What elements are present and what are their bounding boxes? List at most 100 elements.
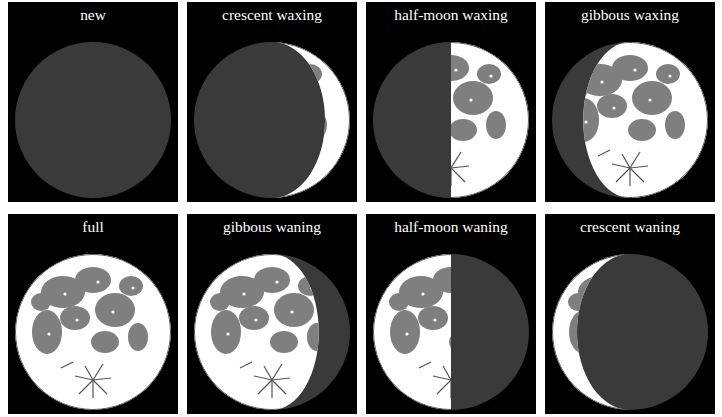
moon-illustration	[545, 2, 715, 202]
crater-ray	[437, 168, 451, 182]
crater-ray	[629, 168, 630, 186]
moon-illustration	[545, 214, 715, 414]
crater-ray	[612, 376, 630, 380]
moon-illustration	[8, 2, 178, 202]
crater-ray	[93, 364, 103, 380]
phase-panel: crescent waxing	[187, 2, 357, 202]
mare	[128, 323, 148, 351]
mare	[449, 119, 477, 141]
crater-dot	[310, 286, 313, 289]
phase-label: gibbous waxing	[545, 2, 715, 25]
moon-dark-disc	[194, 254, 350, 410]
mare	[298, 276, 322, 296]
crater-ray	[79, 380, 93, 394]
crater-dot	[584, 332, 587, 335]
mare	[656, 64, 680, 84]
crater-ray	[443, 154, 451, 168]
crater-dot	[633, 68, 636, 71]
crater-dot	[242, 80, 245, 83]
crater-ray	[451, 152, 461, 168]
mare	[578, 276, 622, 308]
mare	[477, 276, 501, 296]
crater-ray	[598, 362, 610, 368]
crater-ray	[433, 376, 451, 380]
lit-surface	[194, 42, 350, 198]
crater-ray	[451, 380, 465, 394]
lit-surface	[552, 254, 708, 410]
mare	[254, 267, 290, 293]
moon-lit-side	[15, 254, 171, 410]
moon-illustration	[187, 214, 357, 414]
crater-dot	[454, 280, 457, 283]
mare	[433, 55, 469, 81]
moon-lit-side	[552, 254, 708, 410]
mare	[211, 310, 241, 354]
crater-dot	[310, 74, 313, 77]
crater-ray	[272, 380, 286, 394]
mare	[389, 81, 409, 99]
mare	[568, 293, 588, 311]
crater-dot	[489, 286, 492, 289]
phase-panel: full	[8, 214, 178, 414]
crater-dot	[633, 280, 636, 283]
crater-ray	[437, 380, 451, 394]
mare	[239, 306, 269, 330]
mare	[486, 323, 506, 351]
moon-lit-side	[373, 254, 529, 410]
mare	[220, 64, 264, 96]
crater-dot	[254, 318, 257, 321]
crater-ray	[272, 166, 290, 168]
crater-ray	[450, 168, 451, 186]
crater-ray	[272, 168, 286, 182]
crater-ray	[622, 154, 630, 168]
crater-ray	[443, 366, 451, 380]
mare	[665, 111, 685, 139]
phase-label: crescent waning	[545, 214, 715, 237]
crater-dot	[612, 106, 615, 109]
moon-group	[373, 42, 529, 198]
mare	[453, 293, 493, 327]
mare	[477, 64, 501, 84]
phase-label: full	[8, 214, 178, 237]
crater-dot	[469, 310, 472, 313]
crater-dot	[63, 292, 66, 295]
lit-surface	[15, 254, 171, 410]
moon-group	[552, 254, 708, 410]
mare	[95, 293, 135, 327]
crater-dot	[96, 280, 99, 283]
crater-ray	[622, 366, 630, 380]
crater-dot	[668, 74, 671, 77]
crater-dot	[226, 120, 229, 123]
crater-ray	[254, 376, 272, 380]
crater-ray	[419, 150, 431, 156]
phase-label: new	[8, 2, 178, 25]
crater-ray	[451, 364, 461, 380]
crater-dot	[47, 332, 50, 335]
crater-dot	[226, 332, 229, 335]
moon-limb	[553, 255, 708, 410]
phase-panel: half-moon waxing	[366, 2, 536, 202]
crater-dot	[600, 80, 603, 83]
crater-ray	[272, 378, 290, 380]
phase-panel: half-moon waning	[366, 214, 536, 414]
moon-illustration	[187, 2, 357, 202]
moon-lit-side	[194, 42, 350, 198]
mare	[628, 119, 656, 141]
mare	[274, 293, 314, 327]
mare	[665, 323, 685, 351]
mare	[656, 276, 680, 296]
mare	[569, 98, 599, 142]
crater-dot	[668, 286, 671, 289]
crater-ray	[612, 164, 630, 168]
mare	[60, 306, 90, 330]
phase-label: half-moon waxing	[366, 2, 536, 25]
mare	[119, 276, 143, 296]
mare	[632, 293, 672, 327]
crater-ray	[598, 150, 610, 156]
phase-panel: new	[8, 2, 178, 202]
mare	[270, 331, 298, 353]
crater-ray	[92, 380, 93, 398]
moon-dark-disc	[552, 42, 708, 198]
crater-ray	[271, 380, 272, 398]
